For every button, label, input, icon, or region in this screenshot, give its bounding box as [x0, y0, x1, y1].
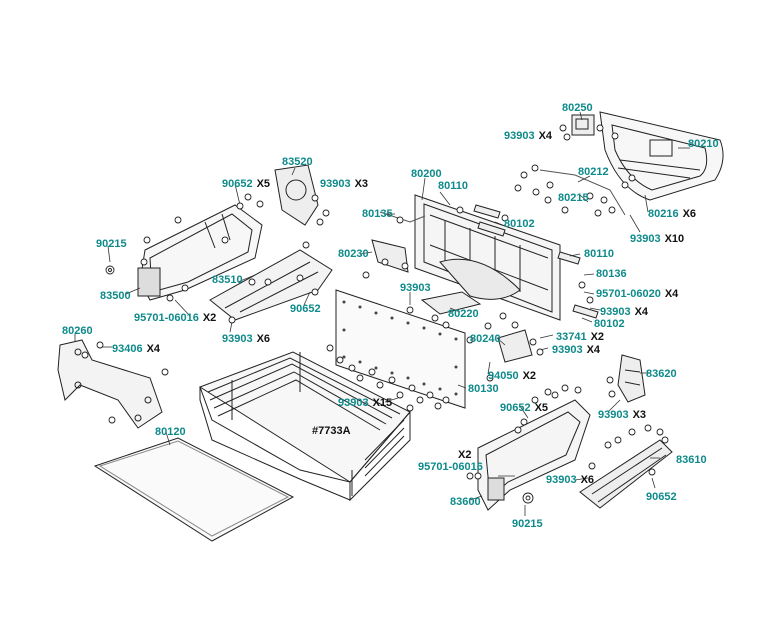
- tailgate-inner-part: [414, 194, 561, 321]
- callout-part-number[interactable]: 95701-06016: [134, 312, 199, 324]
- callout-part-number[interactable]: 80216: [648, 208, 679, 220]
- callout-part-number[interactable]: 93903: [504, 130, 535, 142]
- callout-part-number[interactable]: 80230: [338, 248, 369, 260]
- callout-quantity: X2: [522, 370, 537, 382]
- callout-quantity: X2: [202, 312, 217, 324]
- callout-quantity: X15: [372, 397, 393, 409]
- callout-part-number[interactable]: 93406: [112, 343, 143, 355]
- callout-part-number[interactable]: 80135: [362, 208, 393, 220]
- callout-part-number[interactable]: 90652: [222, 178, 253, 190]
- callout-part-number[interactable]: 95701-06016: [418, 461, 483, 473]
- right-side-panel-part: [477, 399, 591, 511]
- callout-part-number[interactable]: 80136: [596, 268, 627, 280]
- callout-quantity: X4: [664, 288, 679, 300]
- fastener-group: [81, 124, 669, 504]
- callout-part-number[interactable]: 83520: [282, 156, 313, 168]
- callout-part-number[interactable]: 80102: [504, 218, 535, 230]
- callout-part-number[interactable]: 83600: [450, 496, 481, 508]
- bracket-80230-part: [371, 239, 409, 273]
- callout-quantity: X2: [590, 331, 605, 343]
- callout-part-number[interactable]: 93903: [546, 474, 577, 486]
- callout-part-number[interactable]: 90652: [290, 303, 321, 315]
- callout-part-number[interactable]: 93903: [338, 397, 369, 409]
- callout-part-number[interactable]: 80102: [594, 318, 625, 330]
- rear-panel-part: [335, 289, 466, 409]
- callout-part-number[interactable]: 80130: [468, 383, 499, 395]
- callout-part-number[interactable]: 83610: [676, 454, 707, 466]
- callout-quantity: X5: [534, 402, 549, 414]
- callout-quantity: X5: [256, 178, 271, 190]
- callout-quantity: X3: [354, 178, 369, 190]
- callout-quantity: X3: [632, 409, 647, 421]
- bracket-part: [274, 164, 319, 226]
- callout-part-number[interactable]: 80212: [578, 166, 609, 178]
- callout-part-number[interactable]: 93903: [600, 306, 631, 318]
- callout-part-number[interactable]: 95701-06020: [596, 288, 661, 300]
- callout-part-number[interactable]: 80110: [584, 248, 614, 260]
- callout-quantity: X4: [538, 130, 553, 142]
- rear-panel-holes: [342, 300, 458, 396]
- callout-part-number[interactable]: 93903: [320, 178, 351, 190]
- callout-part-number[interactable]: 93903: [552, 344, 583, 356]
- callout-part-number[interactable]: 80220: [448, 308, 479, 320]
- rail-83610-part: [579, 439, 673, 509]
- callout-part-number[interactable]: 80210: [688, 138, 719, 150]
- callout-part-number[interactable]: 90652: [500, 402, 531, 414]
- callout-part-number[interactable]: 90652: [646, 491, 677, 503]
- callout-part-number[interactable]: 83510: [212, 274, 243, 286]
- callout-quantity: X4: [634, 306, 649, 318]
- callout-part-number[interactable]: 94050: [488, 370, 519, 382]
- callout-part-number[interactable]: 83500: [100, 290, 131, 302]
- front-left-bracket-part: [57, 339, 163, 429]
- callout-part-number[interactable]: 80240: [470, 333, 501, 345]
- callout-part-number[interactable]: 80250: [562, 102, 593, 114]
- leader-lines: [74, 111, 690, 516]
- diagram-tag: #7733A: [312, 425, 351, 437]
- callout-part-number[interactable]: 80215: [558, 192, 589, 204]
- callout-part-number[interactable]: 90215: [512, 518, 543, 530]
- callout-quantity: X6: [256, 333, 271, 345]
- callout-part-number[interactable]: 80110: [438, 180, 468, 192]
- callout-part-number[interactable]: 83620: [646, 368, 677, 380]
- callout-part-number[interactable]: 93903: [400, 282, 431, 294]
- callout-part-number[interactable]: 93903: [598, 409, 629, 421]
- callout-quantity: X4: [146, 343, 161, 355]
- tailgate-outer-part: [599, 111, 724, 201]
- callout-quantity: X10: [664, 233, 685, 245]
- callout-part-number[interactable]: 93903: [222, 333, 253, 345]
- bracket-83620-part: [617, 354, 646, 403]
- callout-part-number[interactable]: 80260: [62, 325, 93, 337]
- strip-parts: [379, 169, 626, 319]
- callout-quantity: X6: [580, 474, 595, 486]
- latch-part: [571, 114, 595, 136]
- callout-quantity: X4: [586, 344, 601, 356]
- callout-part-number[interactable]: 80120: [155, 426, 186, 438]
- callout-quantity: X6: [682, 208, 697, 220]
- bracket-80240-part: [497, 329, 533, 363]
- callout-quantity: X2: [458, 449, 472, 461]
- cargo-bed-part: [198, 351, 411, 502]
- plate-80220-part: [420, 291, 482, 315]
- callout-part-number[interactable]: 80200: [411, 168, 442, 180]
- callout-part-number[interactable]: 90215: [96, 238, 127, 250]
- callout-part-number[interactable]: 93903: [630, 233, 661, 245]
- bed-mat-part: [93, 437, 295, 542]
- callout-part-number[interactable]: 33741: [556, 331, 587, 343]
